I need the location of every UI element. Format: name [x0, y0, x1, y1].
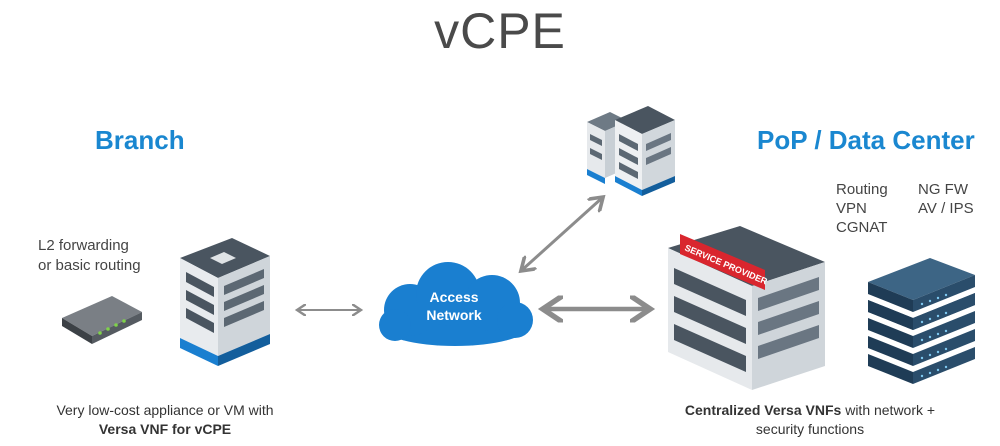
- cloud-label-line1: Access: [429, 289, 478, 305]
- pop-function-cgnat: CGNAT: [836, 219, 888, 236]
- service-provider-building-icon: [668, 226, 825, 390]
- branch-caption: Very low-cost appliance or VM with Versa…: [20, 401, 310, 439]
- pop-function-av-ips: AV / IPS: [918, 200, 974, 217]
- pop-caption-line2: security functions: [755, 421, 865, 437]
- branch-heading: Branch: [95, 125, 185, 155]
- pop-function-routing: Routing: [836, 181, 888, 198]
- access-network-cloud-icon: [379, 262, 533, 346]
- pop-caption-bold: Centralized Versa VNFs: [684, 402, 842, 418]
- diagram-title: vCPE: [434, 3, 566, 59]
- pop-caption: Centralized Versa VNFs with network + se…: [640, 401, 980, 439]
- branch-description-line2: or basic routing: [38, 257, 141, 274]
- office-buildings-icon: [587, 106, 675, 196]
- branch-building-icon: [180, 238, 270, 366]
- branch-caption-line1: Very low-cost appliance or VM with: [56, 402, 274, 418]
- pop-function-ngfw: NG FW: [918, 181, 968, 198]
- network-to-cloud-datacenter-arrow: [522, 198, 602, 270]
- pop-caption-rest: with network +: [841, 402, 936, 418]
- branch-description-line1: L2 forwarding: [38, 237, 129, 254]
- pop-function-vpn: VPN: [836, 200, 867, 217]
- cloud-label-line2: Network: [426, 307, 481, 323]
- pop-heading: PoP / Data Center: [757, 125, 975, 155]
- branch-router-icon: [62, 296, 142, 344]
- branch-caption-line2: Versa VNF for vCPE: [98, 421, 232, 437]
- server-stack-icon: [868, 258, 975, 384]
